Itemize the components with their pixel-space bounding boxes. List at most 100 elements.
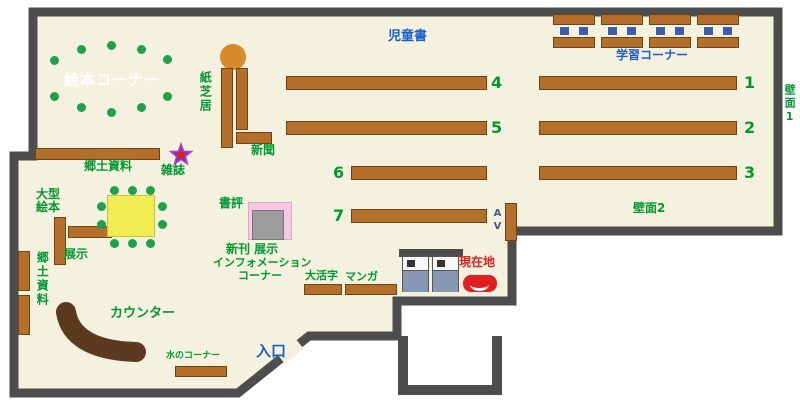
- shelf-number-6: 6: [333, 163, 345, 182]
- large-format-books-line1: 大型: [36, 187, 61, 201]
- seat-dot: [163, 55, 172, 64]
- seat-dot: [146, 186, 155, 195]
- information-corner-label: インフォメーション コーナー: [213, 256, 312, 282]
- kamishibai-shelf: [236, 68, 248, 130]
- study-chair: [560, 27, 569, 35]
- seat-dot: [77, 45, 86, 54]
- book-review-label: 書評: [219, 196, 244, 210]
- av-label: AV: [492, 208, 503, 234]
- magazine-star-icon: [168, 142, 194, 166]
- study-chair: [656, 27, 665, 35]
- seat-dot: [50, 56, 59, 65]
- study-corner-label: 学習コーナー: [616, 48, 689, 62]
- counter-label: カウンター: [110, 306, 176, 321]
- local-materials-shelf-left: [18, 295, 30, 335]
- newspaper-shelf: [236, 132, 272, 144]
- exhibit-shelf: [68, 226, 112, 238]
- study-desk: [649, 37, 691, 48]
- entrance-label: 入口: [256, 342, 287, 360]
- bookshelf-7: [351, 209, 487, 223]
- seat-dot: [137, 45, 146, 54]
- water-corner-shelf: [175, 366, 227, 377]
- vending-machine-slot: [437, 260, 445, 267]
- floor-outline: [9, 7, 783, 398]
- children-books-label: 児童書: [388, 29, 428, 44]
- wall-1-label: 壁面1: [783, 84, 797, 125]
- study-desk: [601, 14, 643, 25]
- vending-machine-slot: [407, 260, 415, 267]
- study-desk-group: [601, 14, 643, 48]
- shelf-number-5: 5: [491, 118, 503, 137]
- shelf-number-2: 2: [744, 118, 756, 137]
- seat-dot: [107, 41, 116, 50]
- vending-machine-top: [433, 257, 458, 270]
- new-arrivals-exhibit-label: 新刊 展示: [226, 242, 279, 256]
- information-corner-line2: コーナー: [238, 269, 282, 282]
- study-desk: [649, 14, 691, 25]
- study-desk-group: [697, 14, 739, 48]
- magazine-label: 雑誌: [161, 163, 186, 177]
- study-desk: [697, 14, 739, 25]
- manga-shelf: [345, 284, 397, 295]
- outer-structure-walls: [398, 336, 502, 395]
- bookshelf-3: [539, 166, 737, 180]
- av-shelf: [505, 203, 517, 241]
- study-desk: [553, 37, 595, 48]
- large-print-label: 大活字: [305, 269, 338, 282]
- study-chair: [608, 27, 617, 35]
- seat-dot: [110, 239, 119, 248]
- seat-dot: [128, 186, 137, 195]
- vending-machine-body: [433, 270, 458, 292]
- study-chair: [579, 27, 588, 35]
- study-desk-group: [553, 14, 595, 48]
- bookshelf-4: [286, 76, 487, 90]
- seat-dot: [77, 103, 86, 112]
- manga-label: マンガ: [345, 270, 378, 283]
- local-materials-label: 郷土資料: [84, 159, 133, 173]
- kamishibai-round-table: [220, 44, 246, 70]
- local-materials-vertical-label: 郷土資料: [35, 251, 50, 307]
- study-desk: [697, 37, 739, 48]
- study-desk: [553, 14, 595, 25]
- study-desk-group: [649, 14, 691, 48]
- current-location-marker-arc: [470, 278, 489, 291]
- study-chair: [627, 27, 636, 35]
- kamishibai-label: 紙芝居: [198, 71, 213, 113]
- seat-dot: [163, 92, 172, 101]
- shelf-number-4: 4: [491, 73, 503, 92]
- counter-desk: [56, 302, 146, 362]
- seat-dot: [110, 186, 119, 195]
- local-materials-shelf: [35, 148, 160, 160]
- current-location-label: 現在地: [459, 255, 496, 269]
- seat-dot: [128, 239, 137, 248]
- seat-dot: [97, 220, 106, 229]
- bookshelf-6: [351, 166, 487, 180]
- shelf-number-7: 7: [333, 206, 345, 225]
- study-chair: [704, 27, 713, 35]
- reading-table: [107, 195, 155, 237]
- bookshelf-5: [286, 121, 487, 135]
- study-chair: [675, 27, 684, 35]
- vending-machine: [402, 256, 429, 292]
- vending-machine-top: [403, 257, 428, 270]
- large-print-shelf: [304, 284, 342, 295]
- information-corner-line1: インフォメーション: [213, 256, 312, 269]
- vending-machine-body: [403, 270, 428, 292]
- wall-2-label: 壁面2: [633, 201, 666, 215]
- bookshelf-2: [539, 121, 737, 135]
- display-stand-gray: [252, 210, 284, 240]
- seat-dot: [158, 202, 167, 211]
- bookshelf-1: [539, 76, 737, 90]
- seat-dot: [97, 202, 106, 211]
- shelf-number-3: 3: [744, 163, 756, 182]
- vending-back-wall: [399, 249, 463, 257]
- study-chair: [723, 27, 732, 35]
- seat-dot: [107, 108, 116, 117]
- picture-book-corner-label: 絵本コーナー: [64, 71, 161, 89]
- newspaper-label: 新聞: [251, 143, 276, 157]
- seat-dot: [158, 220, 167, 229]
- entrance-door-gap: [276, 338, 304, 364]
- current-location-marker: [463, 275, 497, 292]
